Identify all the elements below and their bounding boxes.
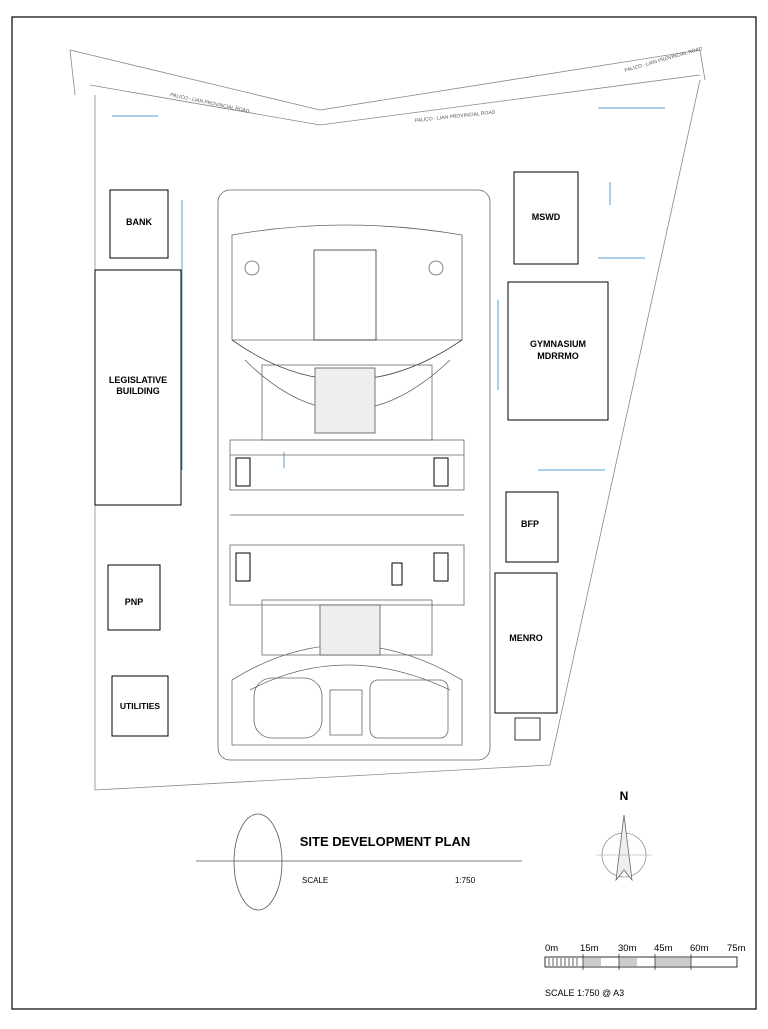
building-gymnasium-label-1: GYMNASIUM xyxy=(530,339,586,349)
building-bank-label: BANK xyxy=(126,217,152,227)
scale-bar-segment xyxy=(619,958,637,966)
scale-bar: 0m 15m 30m 45m 60m 75m SCALE 1:750 @ A3 xyxy=(544,943,746,998)
central-building-cores xyxy=(235,457,449,586)
scale-tick-5: 75m xyxy=(727,943,746,954)
scale-bar-frame xyxy=(544,956,738,968)
building-bfp-label: BFP xyxy=(521,519,539,529)
page-title: SITE DEVELOPMENT PLAN xyxy=(300,834,470,849)
scale-caption: SCALE 1:750 @ A3 xyxy=(545,988,624,998)
scale-value: 1:750 xyxy=(455,876,476,885)
scale-tick-4: 60m xyxy=(690,943,709,954)
scale-tick-1: 15m xyxy=(580,943,599,954)
building-mswd[interactable]: MSWD xyxy=(513,171,579,265)
north-arrow: N xyxy=(596,789,652,882)
scale-bar-segment xyxy=(655,958,691,966)
scale-tick-2: 30m xyxy=(618,943,637,954)
scale-tick-3: 45m xyxy=(654,943,673,954)
building-gymnasium[interactable]: GYMNASIUM MDRRMO xyxy=(507,281,609,421)
road-label-center: PALICO - LIAN PROVINCIAL ROAD xyxy=(415,110,496,124)
building-pnp[interactable]: PNP xyxy=(107,564,161,631)
building-utilities-label: UTILITIES xyxy=(120,701,160,711)
building-legislative-label-1: LEGISLATIVE xyxy=(109,375,167,385)
title-ellipse xyxy=(233,813,283,911)
building-menro[interactable]: MENRO xyxy=(494,572,558,714)
building-mswd-label: MSWD xyxy=(532,212,561,222)
sheet-border xyxy=(11,16,757,1010)
building-bank[interactable]: BANK xyxy=(109,189,169,259)
building-legislative-label-2: BUILDING xyxy=(116,386,160,396)
building-menro-label: MENRO xyxy=(509,633,543,643)
central-complex xyxy=(217,189,491,761)
scale-tick-0: 0m xyxy=(545,943,558,954)
scale-bar-segment xyxy=(583,958,601,966)
building-gymnasium-label-2: MDRRMO xyxy=(537,351,579,361)
parking-stalls xyxy=(97,107,665,506)
scale-label: SCALE xyxy=(302,876,328,885)
north-label: N xyxy=(620,789,629,803)
small-structure xyxy=(514,717,541,741)
title-block: SITE DEVELOPMENT PLAN SCALE 1:750 xyxy=(196,813,522,911)
building-bfp[interactable]: BFP xyxy=(505,491,559,563)
north-icon xyxy=(615,814,633,882)
building-pnp-label: PNP xyxy=(125,597,144,607)
road-label-west: PALICO - LIAN PROVINCIAL ROAD xyxy=(170,92,251,115)
building-legislative[interactable]: LEGISLATIVE BUILDING xyxy=(94,269,182,506)
building-utilities[interactable]: UTILITIES xyxy=(111,675,169,737)
